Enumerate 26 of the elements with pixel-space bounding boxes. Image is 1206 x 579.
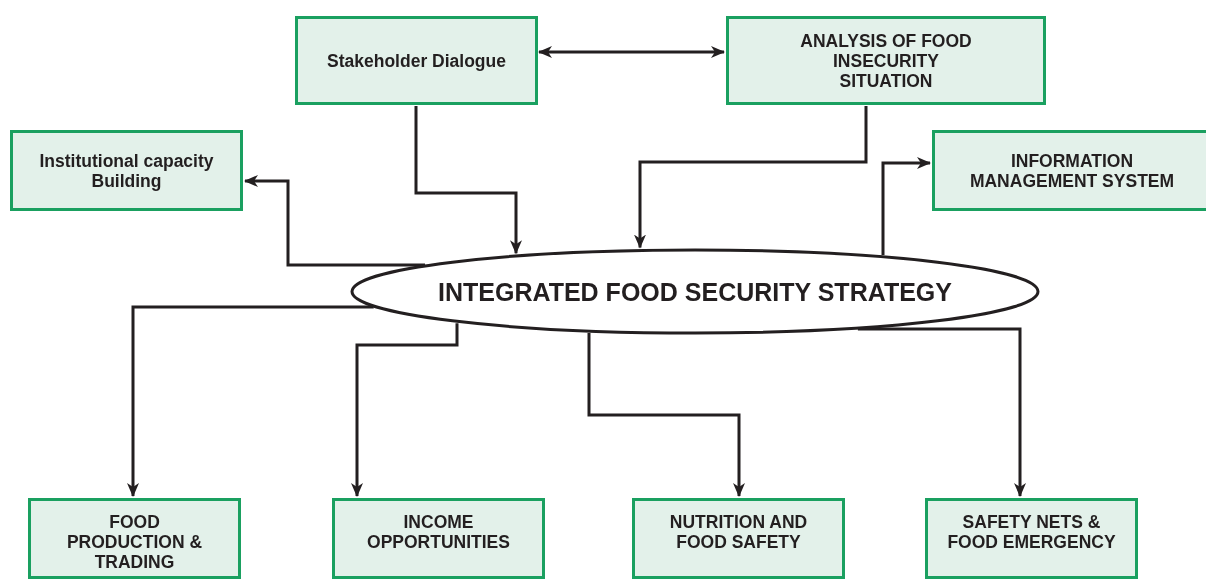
process-box bbox=[925, 498, 1138, 579]
process-box bbox=[332, 498, 545, 579]
process-box bbox=[295, 16, 538, 105]
arrow bbox=[127, 305, 374, 497]
process-box bbox=[726, 16, 1046, 105]
process-box bbox=[10, 130, 243, 211]
node-label: INCOME OPPORTUNITIES bbox=[366, 512, 511, 552]
process-box bbox=[632, 498, 845, 579]
process-box bbox=[28, 498, 241, 579]
arrow bbox=[857, 327, 1026, 497]
arrow bbox=[538, 46, 725, 58]
node-label: INTEGRATED FOOD SECURITY STRATEGY bbox=[437, 276, 953, 307]
node-label: INFORMATION MANAGEMENT SYSTEM bbox=[968, 150, 1176, 191]
node-label: FOOD PRODUCTION & TRADING bbox=[65, 512, 204, 572]
arrow bbox=[414, 106, 522, 255]
arrow bbox=[351, 323, 459, 497]
node-label: NUTRITION AND FOOD SAFETY bbox=[668, 512, 809, 552]
arrow bbox=[634, 106, 868, 249]
node-label: SAFETY NETS & FOOD EMERGENCY bbox=[946, 512, 1117, 552]
arrow bbox=[244, 175, 426, 267]
arrow bbox=[881, 157, 931, 255]
arrow bbox=[587, 332, 745, 497]
node-label: Stakeholder Dialogue bbox=[326, 50, 507, 71]
node-label: Institutional capacity Building bbox=[38, 150, 215, 191]
node-label: ANALYSIS OF FOOD INSECURITY SITUATION bbox=[799, 30, 973, 91]
process-box bbox=[932, 130, 1206, 211]
